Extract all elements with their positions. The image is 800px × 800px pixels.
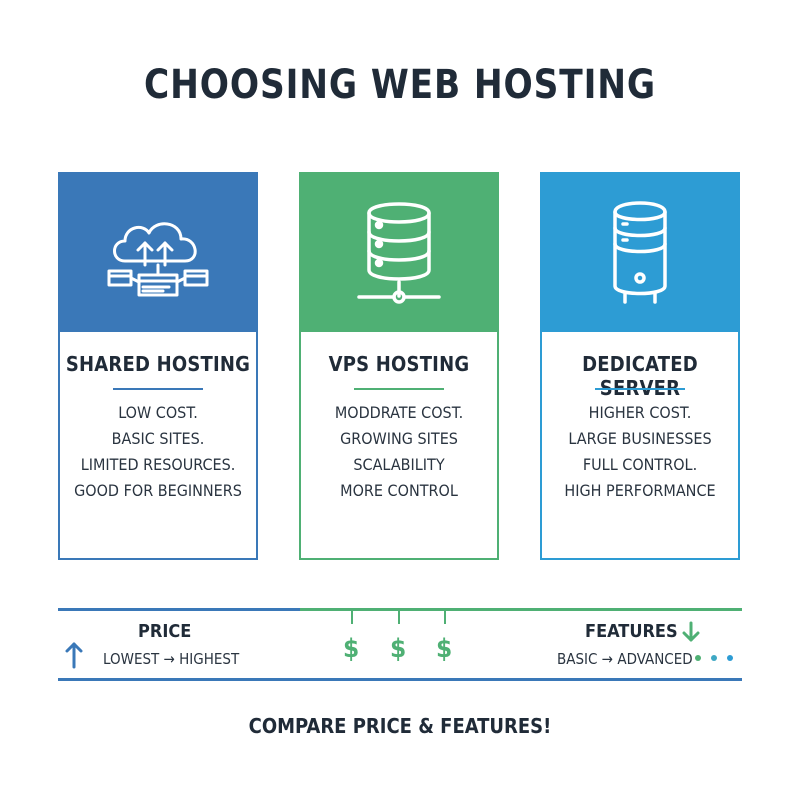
server-tower-icon: [613, 201, 667, 304]
dot: [695, 655, 701, 661]
card-banner: [301, 174, 497, 332]
divider: [113, 388, 203, 390]
feature-item: LOW COST.: [118, 403, 198, 422]
features-range: BASIC → ADVANCED: [557, 650, 693, 668]
scale-tick: [444, 610, 446, 624]
page-title: CHOOSING WEB HOSTING: [143, 62, 657, 108]
scale-top-line-green: [300, 608, 742, 611]
divider: [354, 388, 444, 390]
arrow-up-icon: [65, 642, 83, 669]
scale-bottom-line: [58, 678, 742, 681]
call-to-action: COMPARE PRICE & FEATURES!: [248, 714, 552, 738]
feature-list: LOW COST. BASIC SITES. LIMITED RESOURCES…: [60, 400, 256, 504]
card-banner: [60, 174, 256, 332]
feature-item: BASIC SITES.: [111, 429, 205, 448]
card-vps-hosting: VPS HOSTING MODDRATE COST. GROWING SITES…: [299, 172, 499, 560]
card-dedicated-server: DEDICATED SERVER HIGHER COST. LARGE BUSI…: [540, 172, 740, 560]
dollar-sign: $: [436, 634, 453, 664]
feature-item: GROWING SITES: [340, 429, 458, 448]
feature-list: MODDRATE COST. GROWING SITES SCALABILITY…: [301, 400, 497, 504]
feature-item: LIMITED RESOURCES.: [80, 455, 236, 474]
feature-item: MODDRATE COST.: [334, 403, 464, 422]
scale-tick: [398, 610, 400, 624]
features-label: FEATURES: [585, 621, 678, 642]
dot: [727, 655, 733, 661]
scale-top-line-blue: [58, 608, 300, 611]
dollar-sign: $: [390, 634, 407, 664]
card-title: DEDICATED SERVER: [582, 352, 698, 400]
card-banner: [542, 174, 738, 332]
dollar-sign: $: [343, 634, 360, 664]
feature-item: LARGE BUSINESSES: [568, 429, 712, 448]
price-label: PRICE: [138, 621, 192, 642]
feature-item: HIGH PERFORMANCE: [564, 481, 716, 500]
feature-list: HIGHER COST. LARGE BUSINESSES FULL CONTR…: [542, 400, 738, 504]
card-title: SHARED HOSTING: [65, 352, 251, 376]
card-shared-hosting: SHARED HOSTING LOW COST. BASIC SITES. LI…: [58, 172, 258, 560]
feature-item: FULL CONTROL.: [582, 455, 698, 474]
cloud-servers-icon: [107, 222, 209, 297]
divider: [595, 388, 685, 390]
feature-item: MORE CONTROL: [340, 481, 458, 500]
arrow-down-icon: [682, 621, 700, 642]
feature-item: GOOD FOR BEGINNERS: [74, 481, 242, 500]
feature-item: HIGHER COST.: [588, 403, 692, 422]
database-network-icon: [357, 202, 441, 304]
dot: [711, 655, 717, 661]
feature-item: SCALABILITY: [353, 455, 445, 474]
card-title: VPS HOSTING: [328, 352, 470, 376]
price-range: LOWEST → HIGHEST: [103, 650, 240, 668]
scale-tick: [351, 610, 353, 624]
